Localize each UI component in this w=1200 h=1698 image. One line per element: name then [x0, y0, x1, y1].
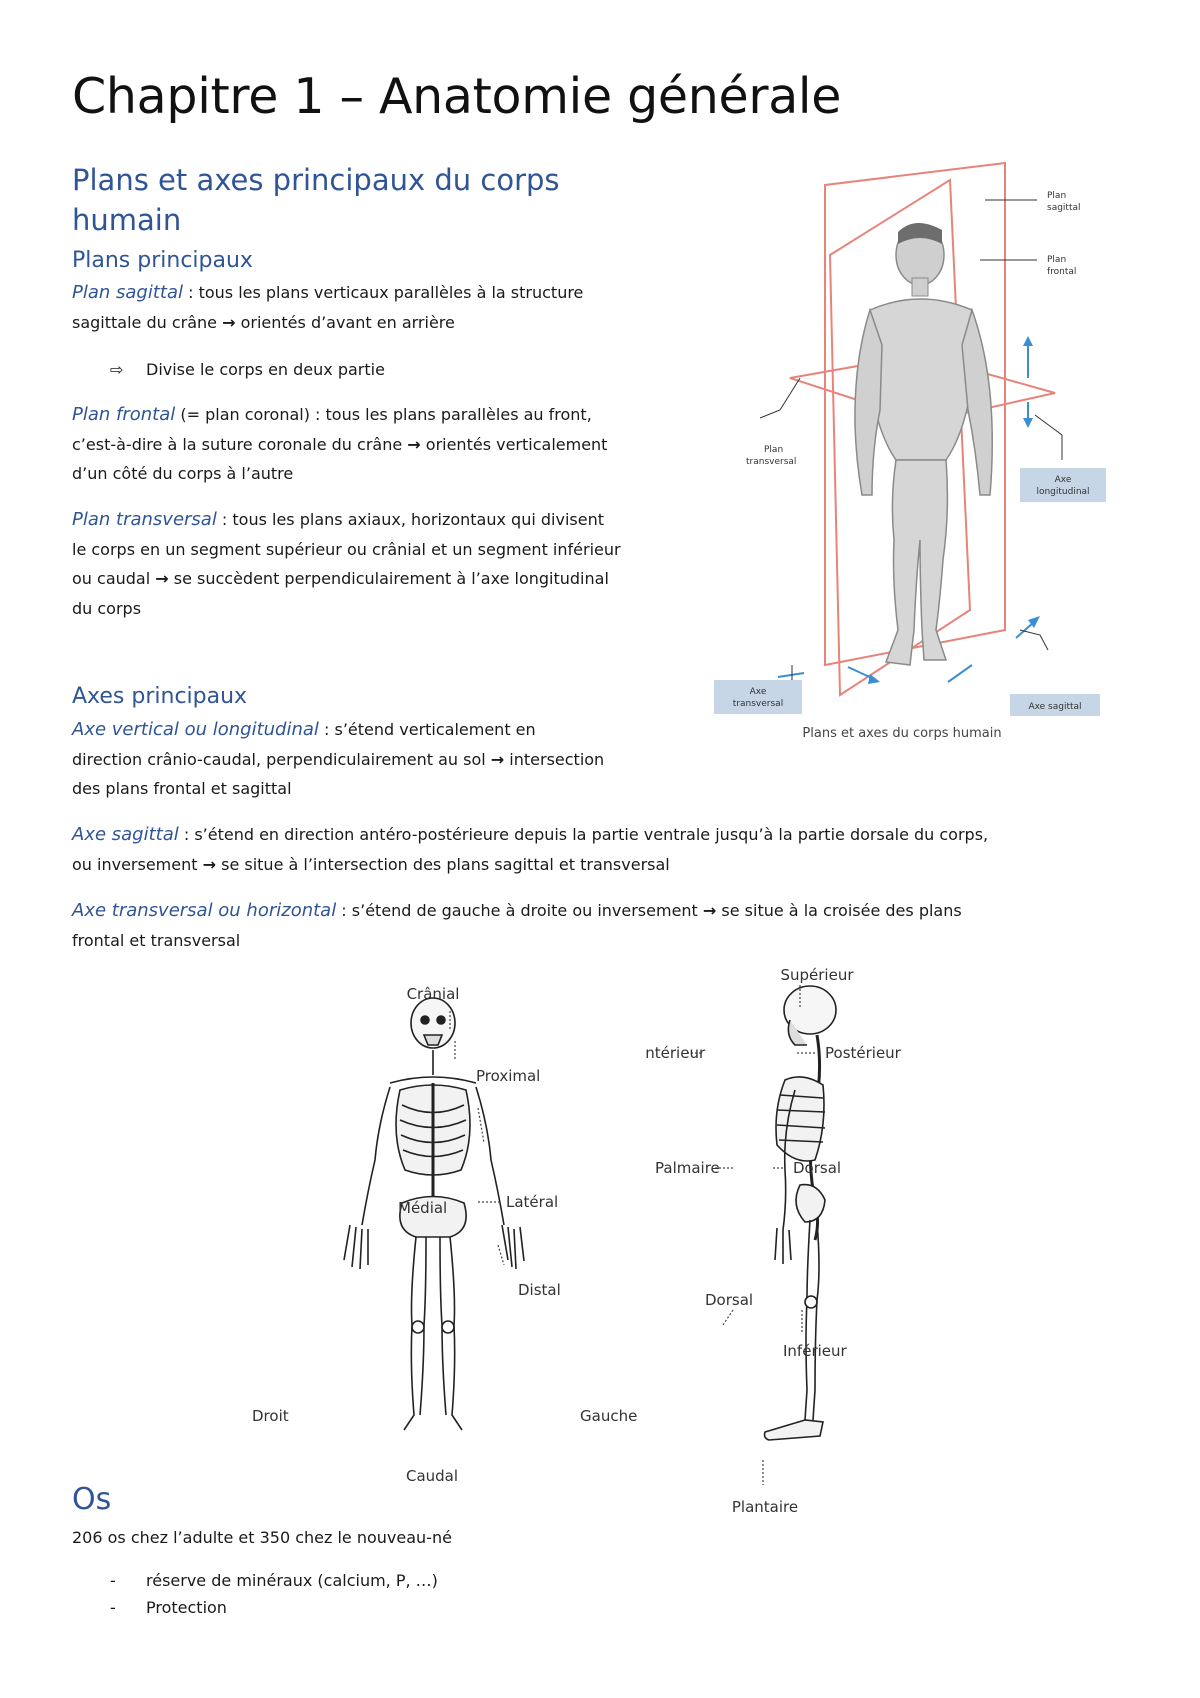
label-gauche: Gauche: [580, 1407, 637, 1425]
label-droit: Droit: [252, 1407, 289, 1425]
section-heading-os: Os: [72, 1482, 112, 1517]
paragraph-plan-frontal: Plan frontal (= plan coronal) : tous les…: [72, 404, 608, 483]
label-palmaire: Palmaire: [655, 1159, 720, 1177]
figure-skeleton-front: Crânial Proximal Médial Latéral Distal D…: [252, 985, 637, 1485]
label-inferieur: Inférieur: [783, 1342, 848, 1360]
label-distal: Distal: [518, 1281, 561, 1299]
arrow-icon: →: [155, 569, 169, 588]
page-title: Chapitre 1 – Anatomie générale: [72, 68, 842, 125]
arrow-icon: →: [490, 749, 505, 769]
human-body-illustration: [854, 222, 993, 666]
bullet-item: ⇨Divise le corps en deux partie: [110, 360, 385, 379]
label-anterieur: Antérieur: [645, 1044, 706, 1062]
term-plan-frontal: Plan frontal: [72, 404, 176, 425]
axis-sagittal-arrow: [947, 616, 1040, 683]
label-box-axe-longitudinal: [1020, 468, 1106, 502]
subheading-plans-principaux: Plans principaux: [72, 248, 253, 273]
arrow-bullet-icon: ⇨: [110, 360, 124, 379]
axis-longitudinal-arrow: [1023, 336, 1033, 428]
frontal-plane-shape: [828, 178, 972, 697]
list-item: -Protection: [110, 1598, 227, 1617]
label-dorsal-foot: Dorsal: [705, 1291, 753, 1309]
term-axe-transversal: Axe transversal ou horizontal: [72, 900, 337, 921]
figure-caption: Plans et axes du corps humain: [802, 726, 1001, 741]
paragraph-axe-transversal: Axe transversal ou horizontal : s’étend …: [72, 900, 962, 950]
arrow-icon: →: [702, 901, 717, 920]
term-axe-vertical: Axe vertical ou longitudinal: [72, 719, 319, 740]
label-posterieur: Postérieur: [825, 1044, 902, 1062]
arrow-icon: →: [202, 854, 217, 874]
list-item: -réserve de minéraux (calcium, P, …): [110, 1571, 438, 1590]
arrow-icon: →: [407, 434, 421, 454]
paragraph-axe-sagittal: Axe sagittal : s’étend en direction anté…: [72, 824, 989, 874]
term-plan-transversal: Plan transversal: [72, 509, 217, 530]
subheading-axes-principaux: Axes principaux: [72, 684, 248, 709]
paragraph-axe-vertical: Axe vertical ou longitudinal : s’étend v…: [72, 719, 605, 798]
label-lateral: Latéral: [506, 1193, 558, 1211]
label-box-axe-transversal: [714, 680, 802, 714]
figure-skeleton-side: Supérieur Antérieur Postérieur Palmaire …: [645, 966, 902, 1516]
label-axe-sagittal: Axe sagittal: [1028, 702, 1081, 712]
label-box-axe-sagittal: [1010, 694, 1100, 716]
paragraph-plan-sagittal: Plan sagittal : tous les plans verticaux…: [72, 282, 584, 332]
os-intro: 206 os chez l’adulte et 350 chez le nouv…: [72, 1528, 452, 1547]
skeleton-side-illustration: [763, 985, 837, 1441]
label-proximal: Proximal: [476, 1067, 540, 1085]
label-dorsal-hand: Dorsal: [793, 1159, 841, 1177]
arrow-icon: →: [222, 312, 236, 332]
paragraph-plan-transversal: Plan transversal : tous les plans axiaux…: [72, 509, 621, 618]
skeleton-front-illustration: [343, 997, 525, 1431]
label-superieur: Supérieur: [780, 966, 854, 984]
section-heading-plans-axes: Plans et axes principaux du corps humain: [72, 163, 560, 237]
label-plantaire: Plantaire: [732, 1498, 798, 1516]
label-cranial: Crânial: [407, 985, 460, 1003]
term-plan-sagittal: Plan sagittal: [72, 282, 183, 303]
axis-transversal-arrow: [777, 666, 880, 684]
sagittal-plane-shape: [824, 161, 1006, 667]
label-medial: Médial: [398, 1199, 447, 1217]
label-caudal: Caudal: [406, 1467, 458, 1485]
term-axe-sagittal: Axe sagittal: [72, 824, 179, 845]
